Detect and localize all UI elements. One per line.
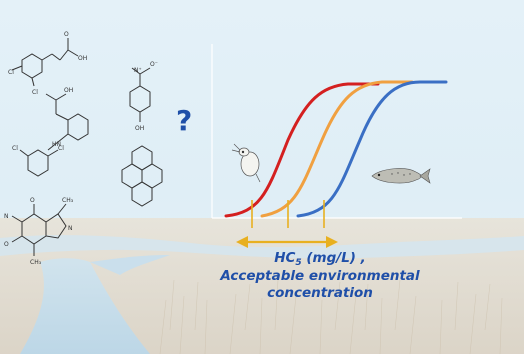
molecule-phenoxy-acid: [11, 38, 79, 87]
fish-icon: [371, 168, 431, 184]
molecule-labels: Cl Cl O OH N⁺ O⁻ OH OH HN Cl Cl O CH₃ N …: [4, 31, 158, 266]
label-ominus: O⁻: [150, 61, 158, 68]
caption-line-2: Acceptable environmental: [220, 268, 420, 284]
curve-mid: [260, 80, 414, 218]
hc5-markers: [251, 200, 325, 228]
caption-line-3: concentration: [267, 285, 373, 301]
label-oh-3: OH: [64, 87, 73, 94]
molecule-nitrophenol: [129, 67, 151, 122]
label-o-1: O: [64, 31, 69, 38]
molecule-diclofenac: [19, 93, 89, 177]
label-ch3-2: CH₃: [30, 259, 42, 266]
label-cl-1: Cl: [8, 69, 14, 76]
label-cl-3: Cl: [12, 145, 18, 152]
label-oh-2: OH: [135, 125, 144, 132]
chemical-structures: [11, 38, 163, 256]
label-o-3: O: [4, 241, 9, 248]
label-cl-2: Cl: [32, 89, 38, 96]
hc5-subscript: 5: [295, 258, 302, 268]
label-n-1: N: [4, 213, 9, 220]
hc5-prefix: HC: [274, 250, 296, 266]
label-oh-1: OH: [78, 55, 87, 62]
concentration-range-arrow: [236, 236, 338, 248]
label-ch3-1: CH₃: [62, 197, 74, 204]
label-o-2: O: [30, 197, 35, 204]
hc5-unit: (mg/L) ,: [301, 250, 366, 266]
molecule-pyrene: [121, 145, 163, 207]
label-nplus: N⁺: [134, 67, 142, 74]
molecule-caffeine: [11, 203, 67, 256]
daphnia-icon: [231, 143, 261, 183]
label-n-2: N: [68, 225, 73, 232]
label-hn: HN: [52, 141, 61, 148]
question-mark: ?: [176, 104, 193, 137]
sensitivity-axes: [211, 44, 462, 219]
hc5-label: HC5 (mg/L) ,: [190, 250, 450, 271]
label-cl-4: Cl: [58, 145, 64, 152]
